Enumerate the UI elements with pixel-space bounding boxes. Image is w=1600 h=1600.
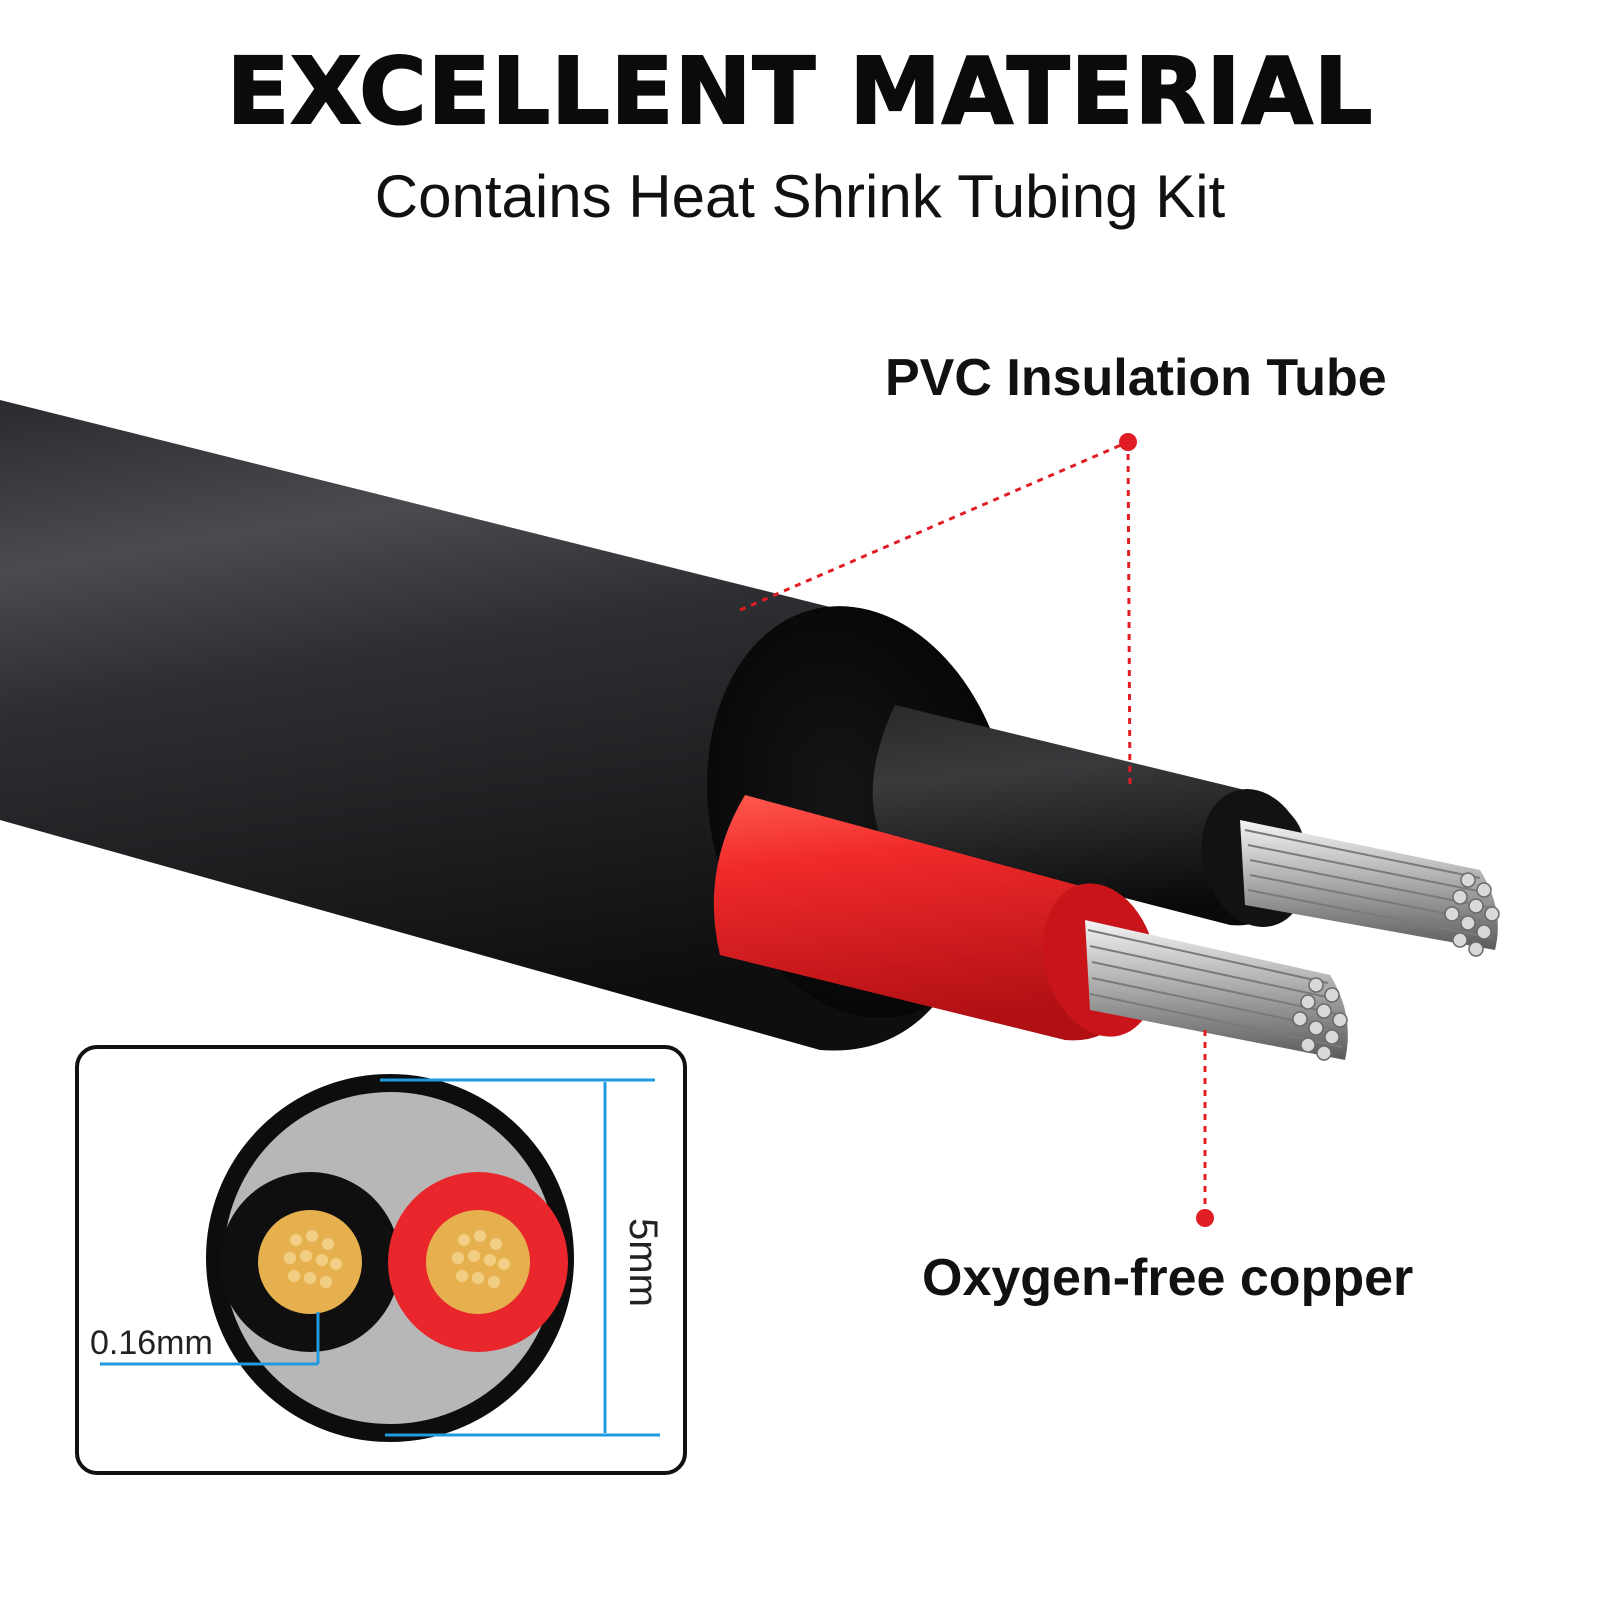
black-core-strands bbox=[1240, 820, 1500, 957]
red-core-strands bbox=[1085, 920, 1348, 1061]
red-core bbox=[713, 795, 1145, 1041]
pvc-callout-dot bbox=[1119, 433, 1137, 451]
cable-diameter-label: 5mm bbox=[620, 1218, 665, 1307]
copper-callout-dot bbox=[1196, 1209, 1214, 1227]
dimension-lines bbox=[100, 1078, 660, 1437]
strand-diameter-label: 0.16mm bbox=[90, 1324, 213, 1362]
cross-section-black-copper bbox=[258, 1210, 362, 1314]
pvc-callout-lines bbox=[739, 440, 1132, 791]
black-core bbox=[872, 705, 1305, 926]
cross-section-red-copper bbox=[426, 1210, 530, 1314]
copper-label: Oxygen-free copper bbox=[922, 1249, 1414, 1307]
pvc-insulation-label: PVC Insulation Tube bbox=[885, 349, 1387, 407]
headline-title: EXCELLENT MATERIAL bbox=[226, 37, 1374, 146]
headline-subtitle: Contains Heat Shrink Tubing Kit bbox=[374, 163, 1226, 230]
